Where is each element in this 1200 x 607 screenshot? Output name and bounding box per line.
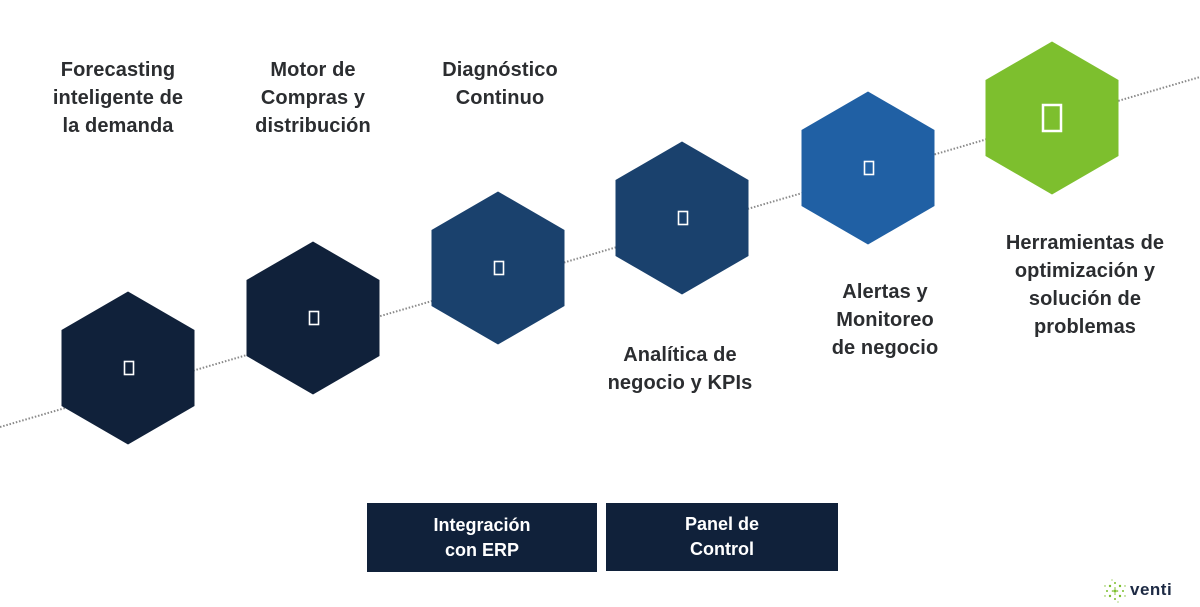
- hexagon-forecasting: [61, 291, 195, 445]
- hexagon-motor-compras: [246, 241, 380, 395]
- step-label-forecasting: Forecasting inteligente de la demanda: [52, 59, 184, 137]
- placeholder-glyph-icon: [123, 360, 135, 376]
- brand-name: venti: [1130, 580, 1173, 599]
- hexagon-alertas: [801, 91, 935, 245]
- step-label-analitica: Analítica de negocio y KPIs: [607, 344, 753, 394]
- hexagon-analitica: [615, 141, 749, 295]
- hexagon-herramientas: [985, 41, 1119, 195]
- step-label-motor-compras: Motor de Compras y distribución: [255, 59, 371, 137]
- foundation-box-panel: Panel de Control: [606, 503, 838, 571]
- venti-logo-icon: [1104, 579, 1126, 603]
- connector-dotted-line: [0, 76, 1200, 428]
- step-label-herramientas: Herramientas de optimización y solución …: [1005, 232, 1165, 338]
- placeholder-glyph-icon: [1041, 103, 1063, 133]
- step-label-alertas: Alertas y Monitoreo de negocio: [831, 281, 939, 359]
- placeholder-glyph-icon: [493, 260, 505, 276]
- hexagon-diagnostico: [431, 191, 565, 345]
- placeholder-glyph-icon: [308, 310, 320, 326]
- foundation-box-erp: Integración con ERP: [367, 503, 597, 572]
- placeholder-glyph-icon: [677, 210, 689, 226]
- step-label-diagnostico: Diagnóstico Continuo: [442, 59, 558, 109]
- placeholder-glyph-icon: [863, 160, 875, 176]
